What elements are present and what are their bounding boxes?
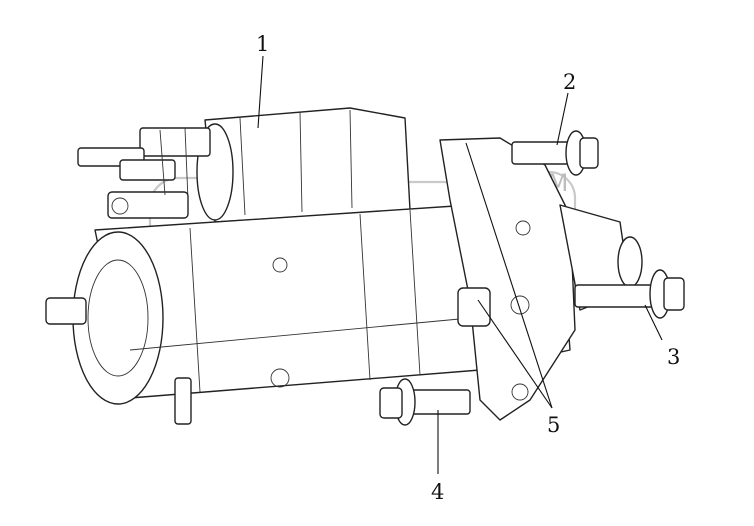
bolt-3 bbox=[574, 269, 685, 319]
leader-5b bbox=[477, 299, 553, 409]
callout-4: 4 bbox=[431, 480, 444, 504]
callout-2: 2 bbox=[563, 70, 576, 94]
leader-2 bbox=[556, 92, 569, 146]
callout-5: 5 bbox=[547, 413, 560, 437]
leader-3 bbox=[644, 304, 663, 341]
leader-1 bbox=[257, 55, 264, 129]
motor-housing bbox=[45, 204, 571, 425]
leader-5 bbox=[465, 142, 553, 409]
solenoid-assembly bbox=[77, 107, 411, 223]
callout-1: 1 bbox=[256, 32, 269, 56]
drive-end-housing bbox=[439, 137, 643, 421]
leader-lines bbox=[257, 55, 663, 474]
callout-3: 3 bbox=[667, 345, 680, 369]
bolt-4 bbox=[379, 378, 471, 426]
bolt-2 bbox=[511, 130, 599, 176]
